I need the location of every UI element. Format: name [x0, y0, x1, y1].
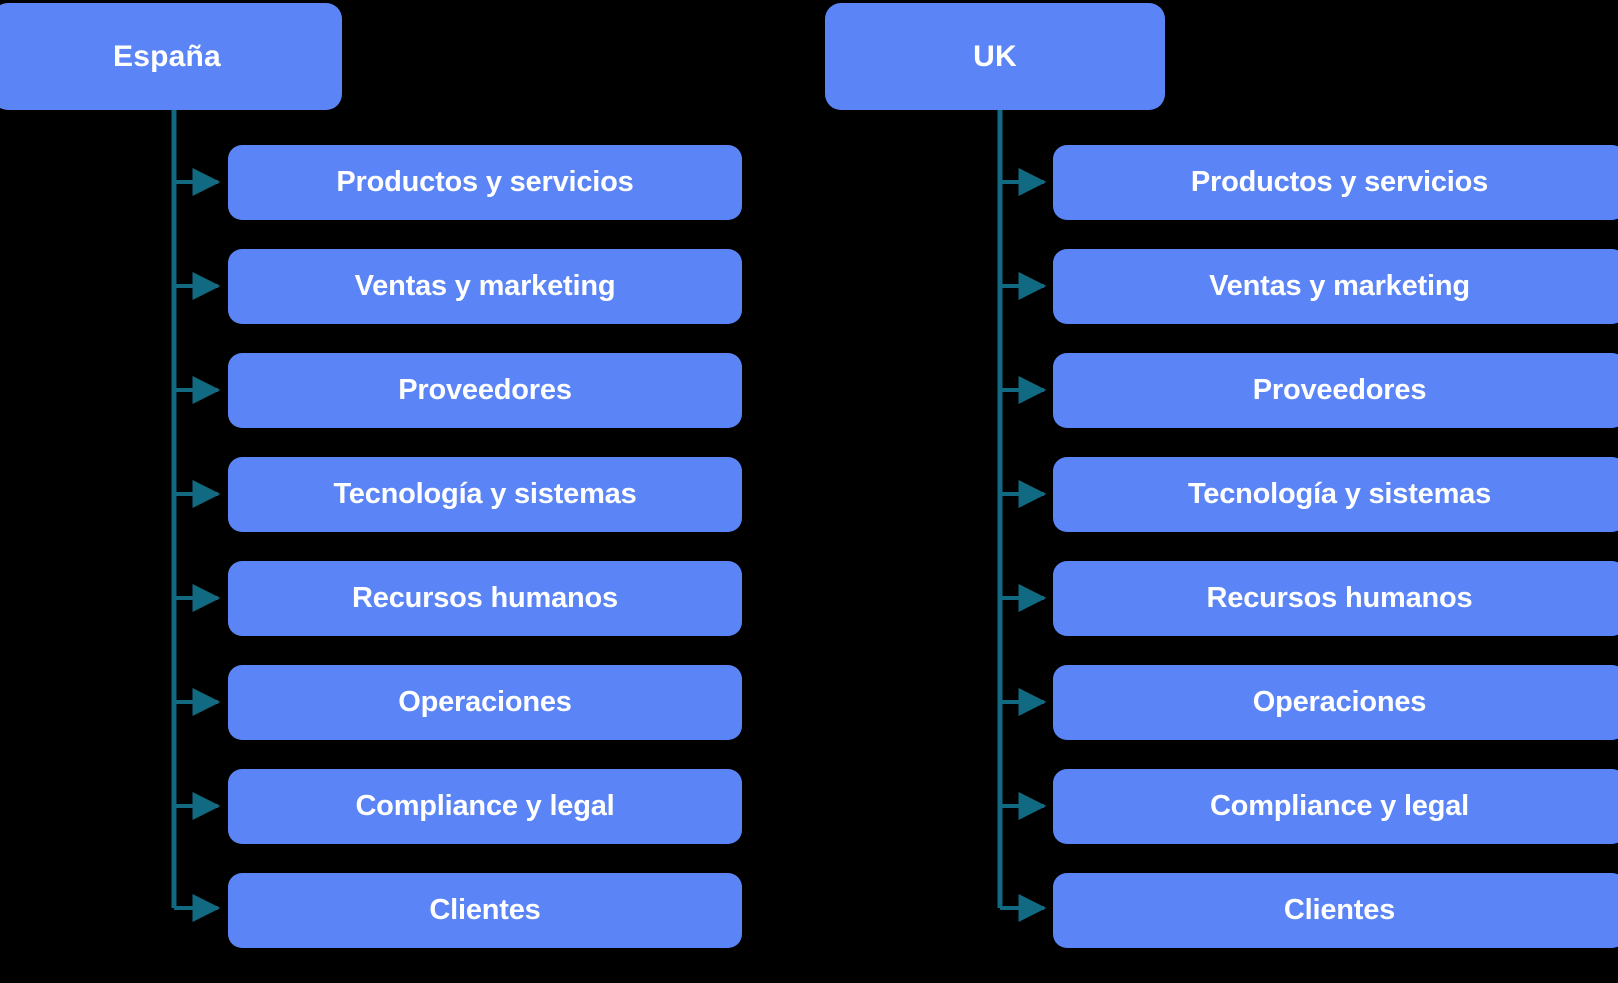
- node-label: Productos y servicios: [1190, 166, 1489, 198]
- node-label: Operaciones: [398, 686, 572, 718]
- node-label: Clientes: [1283, 894, 1396, 926]
- root-node-uk-label: UK: [973, 39, 1017, 73]
- node-label: Tecnología y sistemas: [1187, 478, 1492, 510]
- node-uk-clientes[interactable]: Clientes: [1053, 873, 1618, 948]
- node-espana-proveedores[interactable]: Proveedores: [228, 353, 742, 428]
- node-label: Compliance y legal: [355, 790, 615, 822]
- node-label: Ventas y marketing: [354, 270, 616, 302]
- node-label: Proveedores: [1252, 374, 1427, 406]
- root-node-uk[interactable]: UK: [825, 3, 1165, 110]
- root-node-espana[interactable]: España: [0, 3, 342, 110]
- node-uk-tecnologia-y-sistemas[interactable]: Tecnología y sistemas: [1053, 457, 1618, 532]
- node-label: Proveedores: [398, 374, 572, 406]
- node-espana-operaciones[interactable]: Operaciones: [228, 665, 742, 740]
- node-espana-ventas-y-marketing[interactable]: Ventas y marketing: [228, 249, 742, 324]
- node-label: Tecnología y sistemas: [333, 478, 637, 510]
- root-node-espana-label: España: [113, 39, 221, 73]
- node-espana-compliance-y-legal[interactable]: Compliance y legal: [228, 769, 742, 844]
- node-espana-tecnologia-y-sistemas[interactable]: Tecnología y sistemas: [228, 457, 742, 532]
- node-uk-proveedores[interactable]: Proveedores: [1053, 353, 1618, 428]
- node-espana-recursos-humanos[interactable]: Recursos humanos: [228, 561, 742, 636]
- node-espana-clientes[interactable]: Clientes: [228, 873, 742, 948]
- node-uk-productos-y-servicios[interactable]: Productos y servicios: [1053, 145, 1618, 220]
- node-label: Ventas y marketing: [1209, 270, 1470, 302]
- node-uk-operaciones[interactable]: Operaciones: [1053, 665, 1618, 740]
- node-espana-productos-y-servicios[interactable]: Productos y servicios: [228, 145, 742, 220]
- node-uk-ventas-y-marketing[interactable]: Ventas y marketing: [1053, 249, 1618, 324]
- node-label: Operaciones: [1252, 686, 1427, 718]
- node-label: Clientes: [429, 894, 541, 926]
- node-label: Recursos humanos: [1206, 582, 1473, 614]
- node-label: Recursos humanos: [352, 582, 618, 614]
- node-label: Productos y servicios: [336, 166, 634, 198]
- node-label: Compliance y legal: [1209, 790, 1470, 822]
- node-uk-compliance-y-legal[interactable]: Compliance y legal: [1053, 769, 1618, 844]
- node-uk-recursos-humanos[interactable]: Recursos humanos: [1053, 561, 1618, 636]
